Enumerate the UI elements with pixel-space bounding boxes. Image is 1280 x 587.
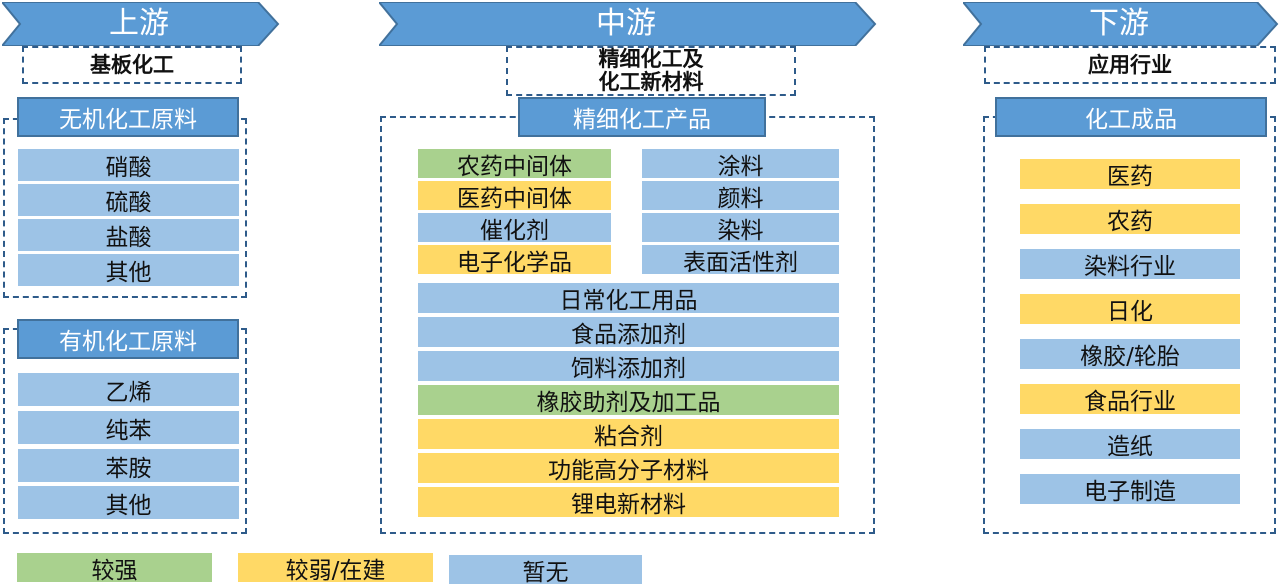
organic-title: 有机化工原料 — [17, 319, 239, 359]
midstream-subtitle-line2: 化工新材料 — [598, 70, 704, 94]
mid-wide-item: 功能高分子材料 — [418, 453, 839, 484]
mid-right-item: 颜料 — [642, 181, 839, 212]
upstream-subtitle: 基板化工 — [22, 46, 242, 84]
downstream-item: 染料行业 — [1020, 249, 1240, 280]
fine-chemicals-title: 精细化工产品 — [518, 97, 766, 137]
mid-left-item: 医药中间体 — [418, 181, 611, 212]
upstream-stage-label: 上游 — [109, 6, 169, 41]
inorganic-item: 硝酸 — [18, 149, 239, 181]
mid-left-item: 催化剂 — [418, 213, 611, 244]
legend-none: 暂无 — [449, 555, 642, 586]
downstream-item: 电子制造 — [1020, 474, 1240, 505]
mid-right-item: 涂料 — [642, 149, 839, 180]
mid-left-item: 农药中间体 — [418, 149, 611, 180]
organic-item: 苯胺 — [18, 449, 239, 482]
midstream-stage-arrow — [379, 2, 877, 46]
upstream-stage-arrow — [2, 2, 280, 46]
inorganic-item: 盐酸 — [18, 219, 239, 251]
mid-wide-item: 锂电新材料 — [418, 487, 839, 518]
mid-wide-item: 食品添加剂 — [418, 317, 839, 348]
midstream-subtitle-line1: 精细化工及 — [598, 47, 704, 71]
mid-right-item: 表面活性剂 — [642, 245, 839, 276]
inorganic-item: 其他 — [18, 254, 239, 286]
legend-weak: 较弱/在建 — [238, 553, 433, 584]
organic-item: 纯苯 — [18, 411, 239, 444]
downstream-item: 橡胶/轮胎 — [1020, 339, 1240, 370]
downstream-item: 造纸 — [1020, 429, 1240, 460]
downstream-item: 食品行业 — [1020, 384, 1240, 415]
mid-left-item: 电子化学品 — [418, 245, 611, 276]
downstream-subtitle: 应用行业 — [984, 46, 1276, 84]
organic-item: 其他 — [18, 486, 239, 519]
mid-right-item: 染料 — [642, 213, 839, 244]
downstream-item: 农药 — [1020, 204, 1240, 235]
finished-products-title: 化工成品 — [995, 97, 1267, 137]
midstream-subtitle: 精细化工及 化工新材料 — [506, 46, 796, 96]
mid-wide-item: 粘合剂 — [418, 419, 839, 450]
downstream-stage-label: 下游 — [1089, 6, 1149, 41]
legend-strong: 较强 — [17, 553, 212, 584]
inorganic-item: 硫酸 — [18, 184, 239, 216]
mid-wide-item: 橡胶助剂及加工品 — [418, 385, 839, 416]
midstream-stage-label: 中游 — [596, 6, 656, 41]
inorganic-title: 无机化工原料 — [17, 97, 239, 137]
downstream-stage-arrow — [963, 2, 1279, 46]
mid-wide-item: 日常化工用品 — [418, 283, 839, 314]
mid-wide-item: 饲料添加剂 — [418, 351, 839, 382]
downstream-item: 日化 — [1020, 294, 1240, 325]
organic-item: 乙烯 — [18, 373, 239, 406]
downstream-item: 医药 — [1020, 159, 1240, 190]
